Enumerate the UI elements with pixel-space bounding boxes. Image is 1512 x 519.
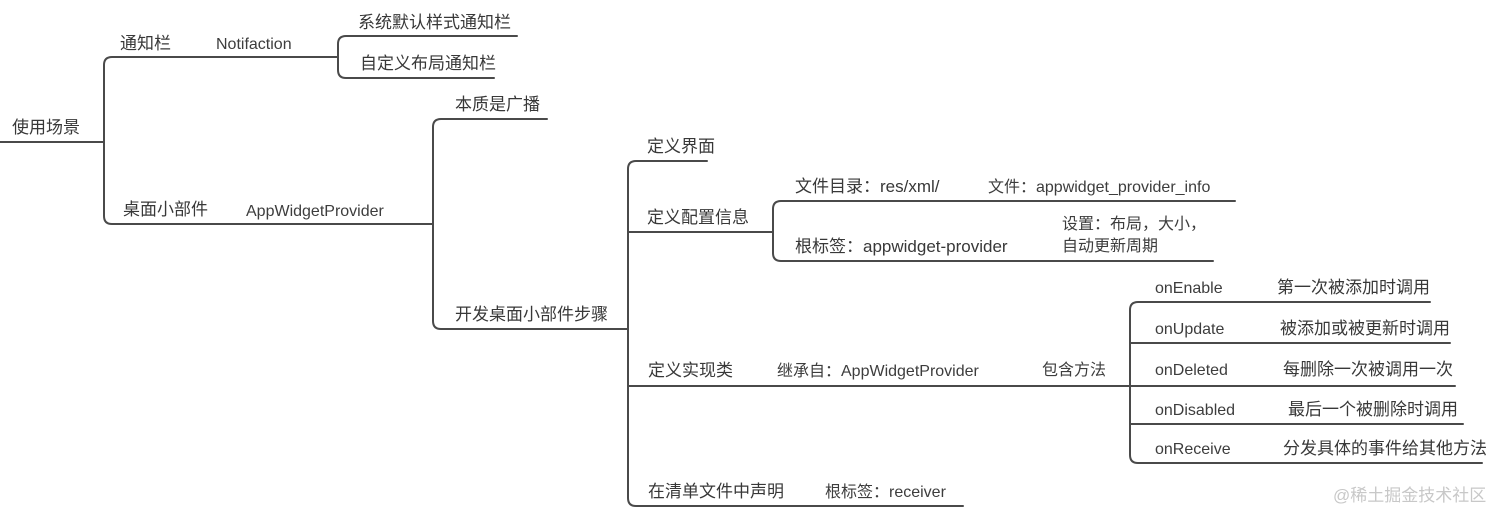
- node-impl-class-methods-tag[interactable]: 包含方法: [1042, 362, 1107, 379]
- node-sys-default-notification[interactable]: 系统默认样式通知栏: [358, 13, 511, 32]
- node-method-onreceive[interactable]: onReceive: [1155, 441, 1231, 458]
- node-manifest-tag[interactable]: 根标签：receiver: [825, 484, 946, 501]
- node-define-ui[interactable]: 定义界面: [647, 137, 715, 156]
- node-config-root-tag[interactable]: 根标签：appwidget-provider: [795, 237, 1008, 256]
- node-method-onenable-note[interactable]: 第一次被添加时调用: [1277, 278, 1430, 297]
- connector-notification-branch: [337, 35, 518, 79]
- node-widget[interactable]: 桌面小部件: [123, 200, 208, 219]
- node-steps[interactable]: 开发桌面小部件步骤: [455, 305, 608, 324]
- node-widget-tag[interactable]: AppWidgetProvider: [246, 203, 384, 220]
- connector-steps-branch: [627, 160, 964, 507]
- connector-config-branch: [772, 200, 1236, 262]
- node-method-ondisabled-note[interactable]: 最后一个被删除时调用: [1288, 400, 1458, 419]
- node-notification[interactable]: 通知栏: [120, 34, 171, 53]
- node-config-settings-tag[interactable]: 设置：布局，大小， 自动更新周期: [1062, 214, 1206, 258]
- node-define-config[interactable]: 定义配置信息: [647, 208, 749, 227]
- node-custom-layout-notification[interactable]: 自定义布局通知栏: [360, 54, 496, 73]
- connector-methods-branch: [1129, 301, 1483, 464]
- node-broadcast[interactable]: 本质是广播: [455, 95, 540, 114]
- connector-root-branch: [103, 56, 434, 225]
- node-method-ondeleted[interactable]: onDeleted: [1155, 362, 1228, 379]
- node-root[interactable]: 使用场景: [12, 118, 80, 137]
- node-method-onupdate[interactable]: onUpdate: [1155, 321, 1225, 338]
- node-method-onenable[interactable]: onEnable: [1155, 280, 1223, 297]
- node-config-file-dir[interactable]: 文件目录：res/xml/: [795, 177, 940, 196]
- node-impl-class-extends-tag[interactable]: 继承自：AppWidgetProvider: [777, 363, 979, 380]
- config-settings-line2: 自动更新周期: [1062, 238, 1159, 255]
- node-notification-tag[interactable]: Notifaction: [216, 36, 292, 53]
- node-config-file-tag[interactable]: 文件：appwidget_provider_info: [988, 179, 1211, 196]
- connector-widget-branch: [432, 118, 629, 330]
- node-method-onreceive-note[interactable]: 分发具体的事件给其他方法: [1283, 439, 1487, 458]
- node-method-onupdate-note[interactable]: 被添加或被更新时调用: [1280, 319, 1450, 338]
- node-method-ondisabled[interactable]: onDisabled: [1155, 402, 1236, 419]
- node-manifest[interactable]: 在清单文件中声明: [648, 482, 784, 501]
- watermark-juejin: @稀土掘金技术社区: [1333, 486, 1487, 505]
- config-settings-line1: 设置：布局，大小，: [1062, 216, 1207, 233]
- node-method-ondeleted-note[interactable]: 每删除一次被调用一次: [1283, 360, 1453, 379]
- node-impl-class[interactable]: 定义实现类: [648, 361, 733, 380]
